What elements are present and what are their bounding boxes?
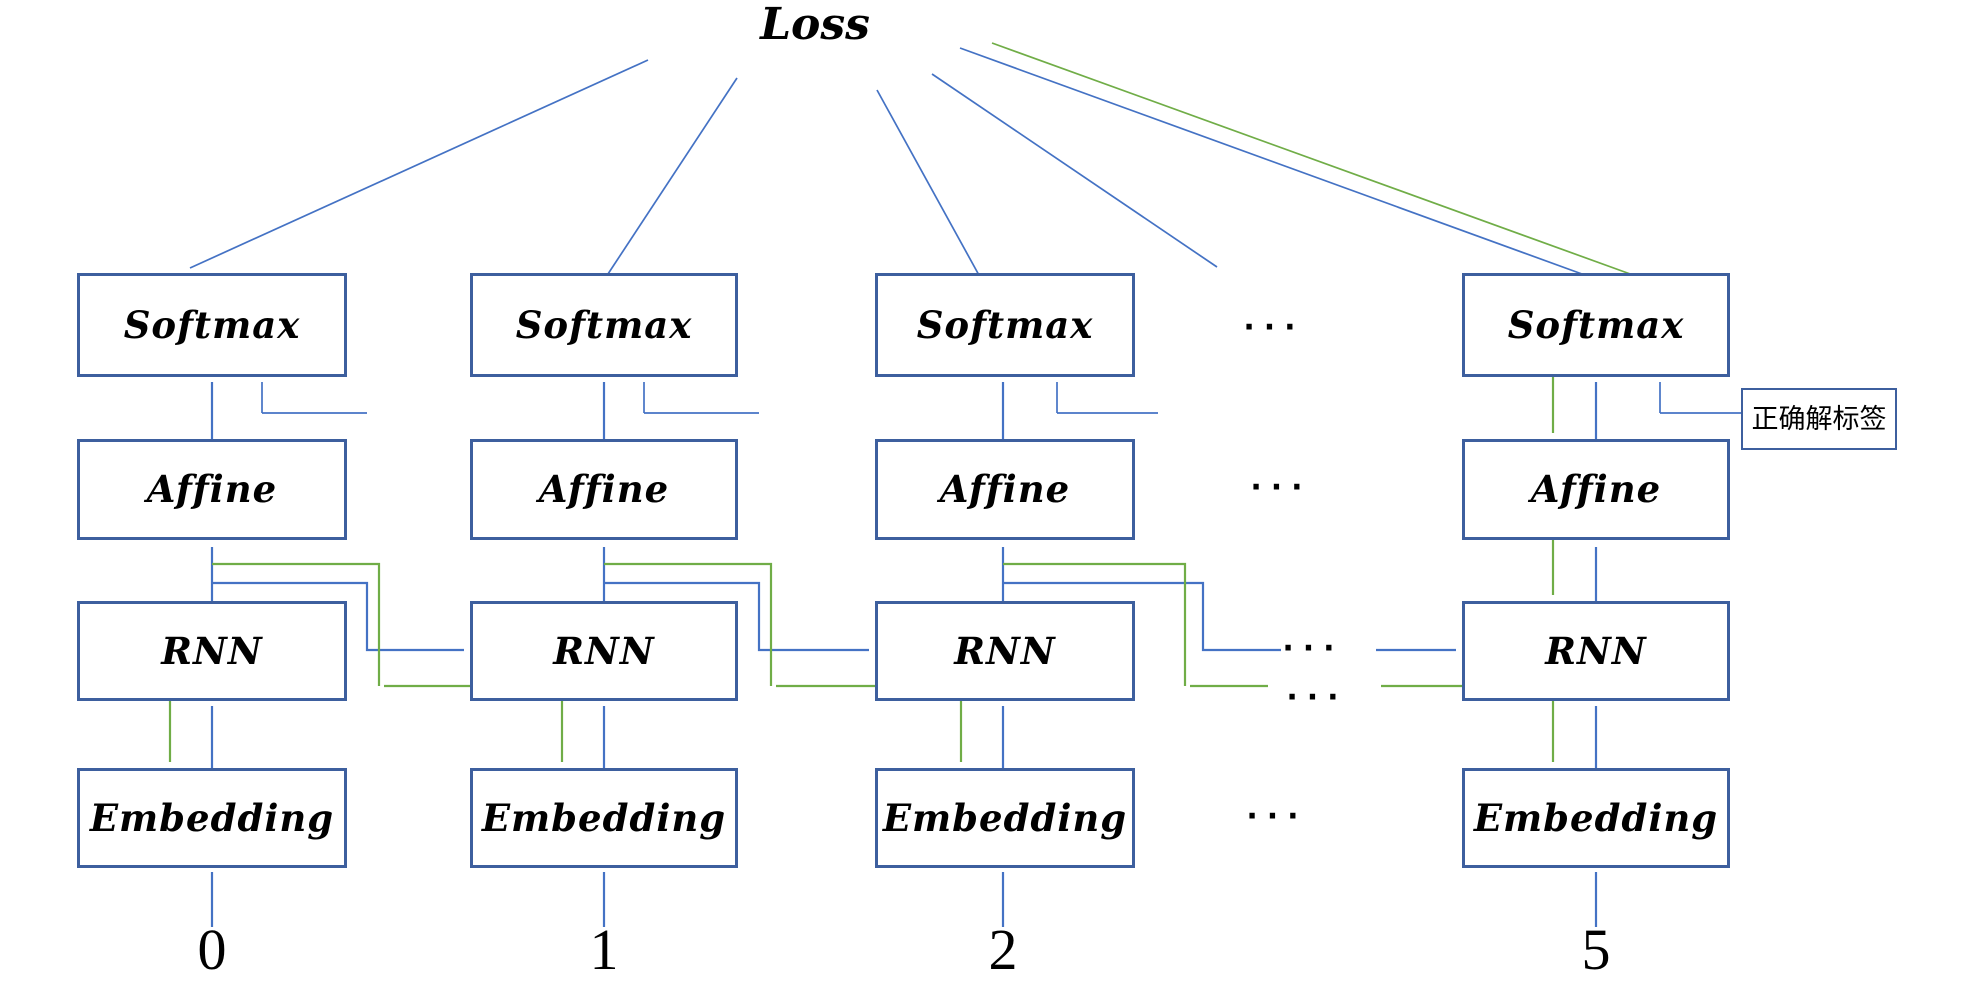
rnn-box-t1: RNN xyxy=(470,601,738,701)
softmax-box-t1: Softmax xyxy=(470,273,738,377)
softmax-box-t5: Softmax xyxy=(1462,273,1730,377)
affine-box-t0: Affine xyxy=(77,439,347,540)
gradient-arrows xyxy=(168,42,1634,762)
loss-label: Loss xyxy=(760,0,870,50)
ellipsis-embedding-row: ··· xyxy=(1246,799,1308,834)
ellipsis-rnn-forward: ··· xyxy=(1282,631,1344,666)
softmax-box-t0: Softmax xyxy=(77,273,347,377)
ellipsis-affine-row: ··· xyxy=(1250,470,1312,505)
correct-label-annotation: 正确解标签 xyxy=(1741,388,1897,450)
embedding-box-t0: Embedding xyxy=(77,768,347,868)
input-label-t1: 1 xyxy=(589,917,619,982)
affine-box-t1: Affine xyxy=(470,439,738,540)
embedding-box-t1: Embedding xyxy=(470,768,738,868)
embedding-box-t5: Embedding xyxy=(1462,768,1730,868)
rnn-box-t0: RNN xyxy=(77,601,347,701)
forward-arrows xyxy=(189,47,1741,927)
affine-box-t2: Affine xyxy=(875,439,1135,540)
label-input-connectors xyxy=(261,382,1741,414)
ellipsis-softmax-row: ··· xyxy=(1243,310,1305,345)
input-label-t0: 0 xyxy=(197,917,227,982)
input-label-t5: 5 xyxy=(1581,917,1611,982)
embedding-box-t2: Embedding xyxy=(875,768,1135,868)
rnn-box-t2: RNN xyxy=(875,601,1135,701)
affine-box-t5: Affine xyxy=(1462,439,1730,540)
input-label-t2: 2 xyxy=(988,917,1018,982)
loss-arrows xyxy=(189,47,1594,279)
softmax-box-t2: Softmax xyxy=(875,273,1135,377)
rnn-box-t5: RNN xyxy=(1462,601,1730,701)
ellipsis-rnn-backward: ··· xyxy=(1286,680,1348,715)
